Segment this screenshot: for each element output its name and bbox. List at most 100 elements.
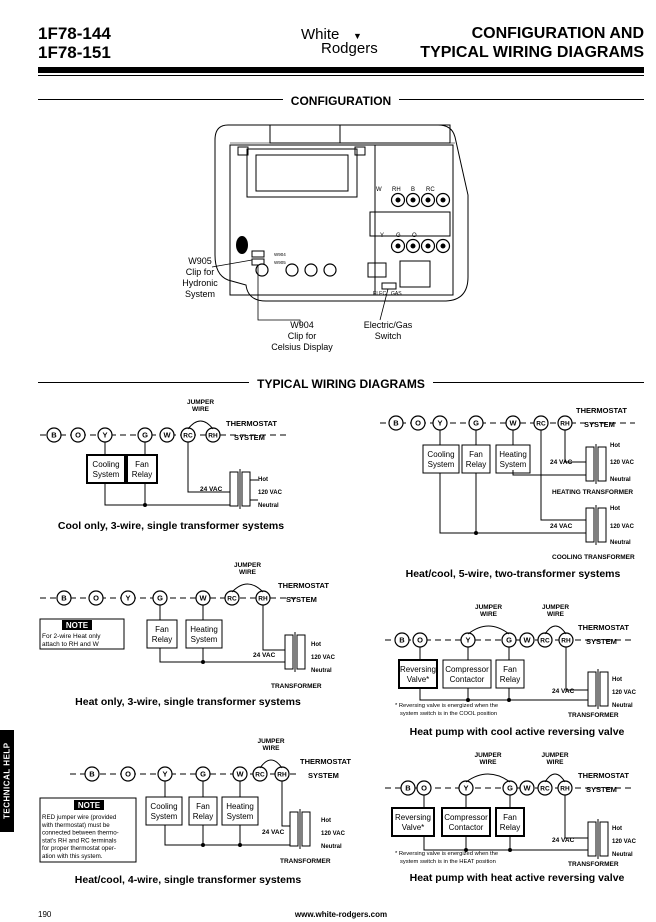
terminal-label: G (200, 770, 206, 779)
terminal-label-b: B (411, 187, 415, 193)
jumper-label: WIRE (547, 611, 565, 618)
system-label: SYSTEM (286, 595, 317, 604)
system-box (86, 454, 126, 484)
brand-line-1: White (301, 26, 340, 43)
thermostat-label: THERMOSTAT (578, 623, 629, 632)
jumper-label: WIRE (480, 759, 498, 766)
system-box-label: Compressor (445, 665, 489, 674)
system-box-label: Heating (226, 802, 254, 811)
jumper-wire (465, 773, 511, 783)
system-box (126, 454, 158, 484)
thermostat-configuration-drawing: W RH B RC Y G O W904 W905 ELEC GAS (211, 124, 469, 326)
thermostat-label: THERMOSTAT (226, 419, 277, 428)
junction-dot (464, 848, 468, 852)
system-box-label: Valve* (407, 675, 430, 684)
junction-dot (508, 848, 512, 852)
vac24-label: 24 VAC (552, 688, 575, 695)
wire (159, 648, 285, 663)
system-box-label: Valve* (402, 823, 425, 832)
system-box-label: Relay (152, 635, 172, 644)
jumper-label: JUMPER (187, 399, 214, 406)
system-box-label: Fan (503, 665, 517, 674)
jumper-wire (259, 759, 283, 769)
caption-hp-cool: Heat pump with cool active reversing val… (409, 726, 625, 738)
system-label: SYSTEM (584, 420, 615, 429)
terminal-label: RC (536, 421, 546, 428)
system-box (221, 796, 259, 826)
transformer-primary (229, 471, 239, 507)
system-box-label: Compressor (444, 813, 488, 822)
note-text: For 2-wire Heat only (42, 633, 101, 640)
terminal-label: G (507, 784, 513, 793)
terminal-label-g: G (396, 233, 401, 239)
system-box (495, 659, 525, 689)
jumper-label: WIRE (263, 745, 281, 752)
system-box (185, 619, 223, 649)
terminal-label: RC (540, 786, 550, 793)
neutral-label: Neutral (610, 540, 631, 546)
system-box-label: System (93, 470, 120, 479)
system-label: SYSTEM (586, 785, 617, 794)
system-box-label: Fan (196, 802, 210, 811)
jumper-wire (187, 420, 214, 430)
vac120-label: 120 VAC (321, 831, 346, 837)
transformer-secondary (597, 507, 607, 543)
header-title-1: CONFIGURATION AND (471, 25, 644, 42)
terminal-label: O (415, 419, 421, 428)
system-box-label: Cooling (427, 450, 454, 459)
note-text: attach to RH and W (42, 641, 100, 648)
wire (540, 430, 586, 521)
system-box-label: System (191, 635, 218, 644)
terminal-label: RH (208, 433, 218, 440)
note-text: with thermostat) must be (41, 822, 110, 829)
jumper-label: WIRE (239, 569, 257, 576)
terminal-label: B (51, 431, 57, 440)
note-badge (62, 620, 92, 630)
junction-dot (466, 698, 470, 702)
terminal-rc (537, 632, 553, 648)
terminal-label: RC (227, 596, 237, 603)
clip-label-w904: W904 (274, 252, 286, 257)
system-box (495, 807, 525, 837)
w904-line: Celsius Display (271, 342, 333, 352)
terminal-rc (224, 590, 240, 606)
terminal-label: B (405, 784, 411, 793)
wiring-heading-wrap: TYPICAL WIRING DIAGRAMS (0, 375, 656, 393)
footnote-text: * Reversing valve is energized when the (395, 851, 498, 857)
wire (262, 605, 285, 651)
transformer-label: TRANSFORMER (568, 712, 619, 719)
terminal-b (400, 780, 416, 796)
terminal-o (120, 766, 136, 782)
model-number-2: 1F78-151 (38, 43, 111, 62)
jumper-wire (231, 583, 264, 593)
footnote-text: * Reversing valve is energized when the (395, 703, 498, 709)
terminal-b (56, 590, 72, 606)
terminal-b (46, 427, 62, 443)
wire (281, 781, 290, 827)
neutral-label: Neutral (610, 477, 631, 483)
vac24-label: 24 VAC (253, 652, 276, 659)
system-box-label: Cooling (92, 460, 119, 469)
terminal-label-rh: RH (392, 187, 401, 193)
w905-line: System (184, 289, 215, 299)
neutral-label: Neutral (321, 844, 342, 850)
junction-dot (201, 843, 205, 847)
heating-transformer-label: HEATING TRANSFORMER (552, 489, 633, 496)
neutral-label: Neutral (612, 703, 633, 709)
clip-label-w905: W905 (274, 260, 286, 265)
terminal-label: O (421, 784, 427, 793)
transformer-secondary (301, 811, 311, 847)
thermostat-label: THERMOSTAT (300, 757, 351, 766)
jumper-label: JUMPER (542, 604, 569, 611)
terminal-label: O (125, 770, 131, 779)
terminal-label: RH (560, 786, 570, 793)
hot-label: Hot (612, 826, 622, 832)
vac120-label: 120 VAC (610, 524, 635, 530)
transformer-secondary (599, 671, 609, 707)
w905-line: Clip for (185, 267, 215, 277)
transformer-primary (585, 507, 595, 543)
thermostat-label: THERMOSTAT (578, 771, 629, 780)
system-box-label: System (151, 812, 178, 821)
system-label: SYSTEM (586, 637, 617, 646)
jumper-wire (544, 773, 566, 783)
